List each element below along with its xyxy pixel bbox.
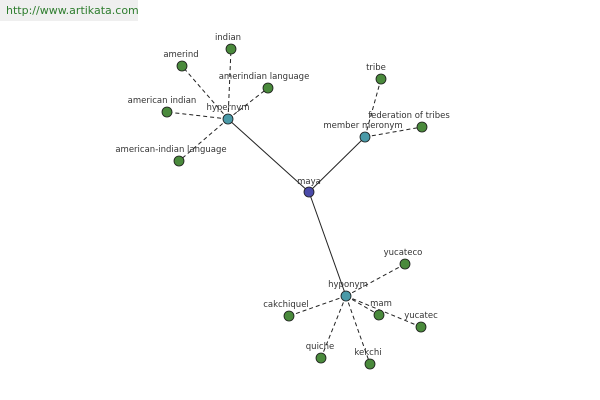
edge-hyponym-kekchi bbox=[345, 295, 371, 365]
node-american-indian-language[interactable]: american-indian language bbox=[115, 145, 227, 167]
node-yucateco-label: yucateco bbox=[384, 248, 423, 258]
node-amerind-circle[interactable] bbox=[176, 60, 188, 72]
node-kekchi-label: kekchi bbox=[354, 348, 381, 358]
node-indian-circle[interactable] bbox=[225, 43, 237, 55]
node-american-indian[interactable]: american indian bbox=[128, 96, 197, 118]
edge-member-meronym-federation-of-tribes bbox=[364, 126, 423, 138]
node-amerind[interactable]: amerind bbox=[163, 50, 199, 72]
node-mam-circle[interactable] bbox=[373, 309, 385, 321]
edge-maya-hypernym bbox=[227, 118, 310, 193]
node-american-indian-language-label: american-indian language bbox=[115, 145, 226, 155]
watermark-url[interactable]: http://www.artikata.com bbox=[0, 0, 139, 21]
node-federation-of-tribes-circle[interactable] bbox=[416, 121, 428, 133]
node-hyponym-label: hyponym bbox=[328, 280, 368, 290]
node-hypernym-circle[interactable] bbox=[222, 113, 234, 125]
node-quiche-circle[interactable] bbox=[315, 352, 327, 364]
node-yucatec-label: yucatec bbox=[404, 311, 438, 321]
node-member-meronym-circle[interactable] bbox=[359, 131, 371, 143]
node-yucateco[interactable]: yucateco bbox=[384, 248, 423, 270]
node-american-indian-language-circle[interactable] bbox=[173, 155, 185, 167]
edge-maya-member-meronym bbox=[308, 136, 366, 193]
node-indian[interactable]: indian bbox=[215, 33, 241, 55]
node-federation-of-tribes-label: federation of tribes bbox=[368, 111, 450, 121]
node-hyponym[interactable]: hyponym bbox=[328, 280, 368, 302]
node-yucatec-circle[interactable] bbox=[415, 321, 427, 333]
node-yucatec[interactable]: yucatec bbox=[404, 311, 438, 333]
node-kekchi-circle[interactable] bbox=[364, 358, 376, 370]
node-tribe-label: tribe bbox=[366, 63, 386, 73]
node-cakchiquel[interactable]: cakchiquel bbox=[263, 300, 309, 322]
edge-hyponym-mam bbox=[345, 295, 380, 316]
edge-maya-hyponym bbox=[308, 191, 347, 297]
nodes-layer: indian amerind amerindian language american… bbox=[115, 33, 450, 370]
edge-hyponym-cakchiquel bbox=[288, 295, 347, 317]
node-tribe-circle[interactable] bbox=[375, 73, 387, 85]
node-indian-label: indian bbox=[215, 33, 241, 43]
node-quiche[interactable]: quiche bbox=[306, 342, 334, 364]
node-cakchiquel-label: cakchiquel bbox=[263, 300, 309, 310]
node-quiche-label: quiche bbox=[306, 342, 334, 352]
node-maya-label: maya bbox=[297, 177, 321, 187]
node-american-indian-circle[interactable] bbox=[161, 106, 173, 118]
node-maya-circle[interactable] bbox=[303, 186, 315, 198]
node-mam-label: mam bbox=[370, 299, 392, 309]
node-maya[interactable]: maya bbox=[297, 177, 321, 198]
edges-layer bbox=[166, 48, 423, 365]
node-tribe[interactable]: tribe bbox=[366, 63, 387, 85]
node-member-meronym-label: member meronym bbox=[323, 121, 402, 131]
node-mam[interactable]: mam bbox=[370, 299, 392, 321]
edge-hypernym-american-indian bbox=[166, 111, 229, 120]
node-hyponym-circle[interactable] bbox=[340, 290, 352, 302]
node-hypernym-label: hypernym bbox=[206, 103, 249, 113]
node-hypernym[interactable]: hypernym bbox=[206, 103, 250, 125]
node-federation-of-tribes[interactable]: federation of tribes bbox=[368, 111, 450, 133]
edge-hypernym-indian bbox=[227, 48, 232, 120]
node-amerindian-language-circle[interactable] bbox=[262, 82, 274, 94]
edge-hypernym-amerind bbox=[181, 65, 229, 120]
node-amerindian-language[interactable]: amerindian language bbox=[219, 72, 310, 94]
edge-hypernym-american-indian-language bbox=[178, 118, 229, 162]
node-cakchiquel-circle[interactable] bbox=[283, 310, 295, 322]
node-american-indian-label: american indian bbox=[128, 96, 197, 106]
edge-member-meronym-tribe bbox=[364, 78, 382, 138]
node-kekchi[interactable]: kekchi bbox=[354, 348, 382, 370]
node-yucateco-circle[interactable] bbox=[399, 258, 411, 270]
node-member-meronym[interactable]: member meronym bbox=[323, 121, 403, 143]
edge-hypernym-amerindian-language bbox=[227, 87, 269, 120]
node-amerindian-language-label: amerindian language bbox=[219, 72, 310, 82]
node-amerind-label: amerind bbox=[163, 50, 198, 60]
